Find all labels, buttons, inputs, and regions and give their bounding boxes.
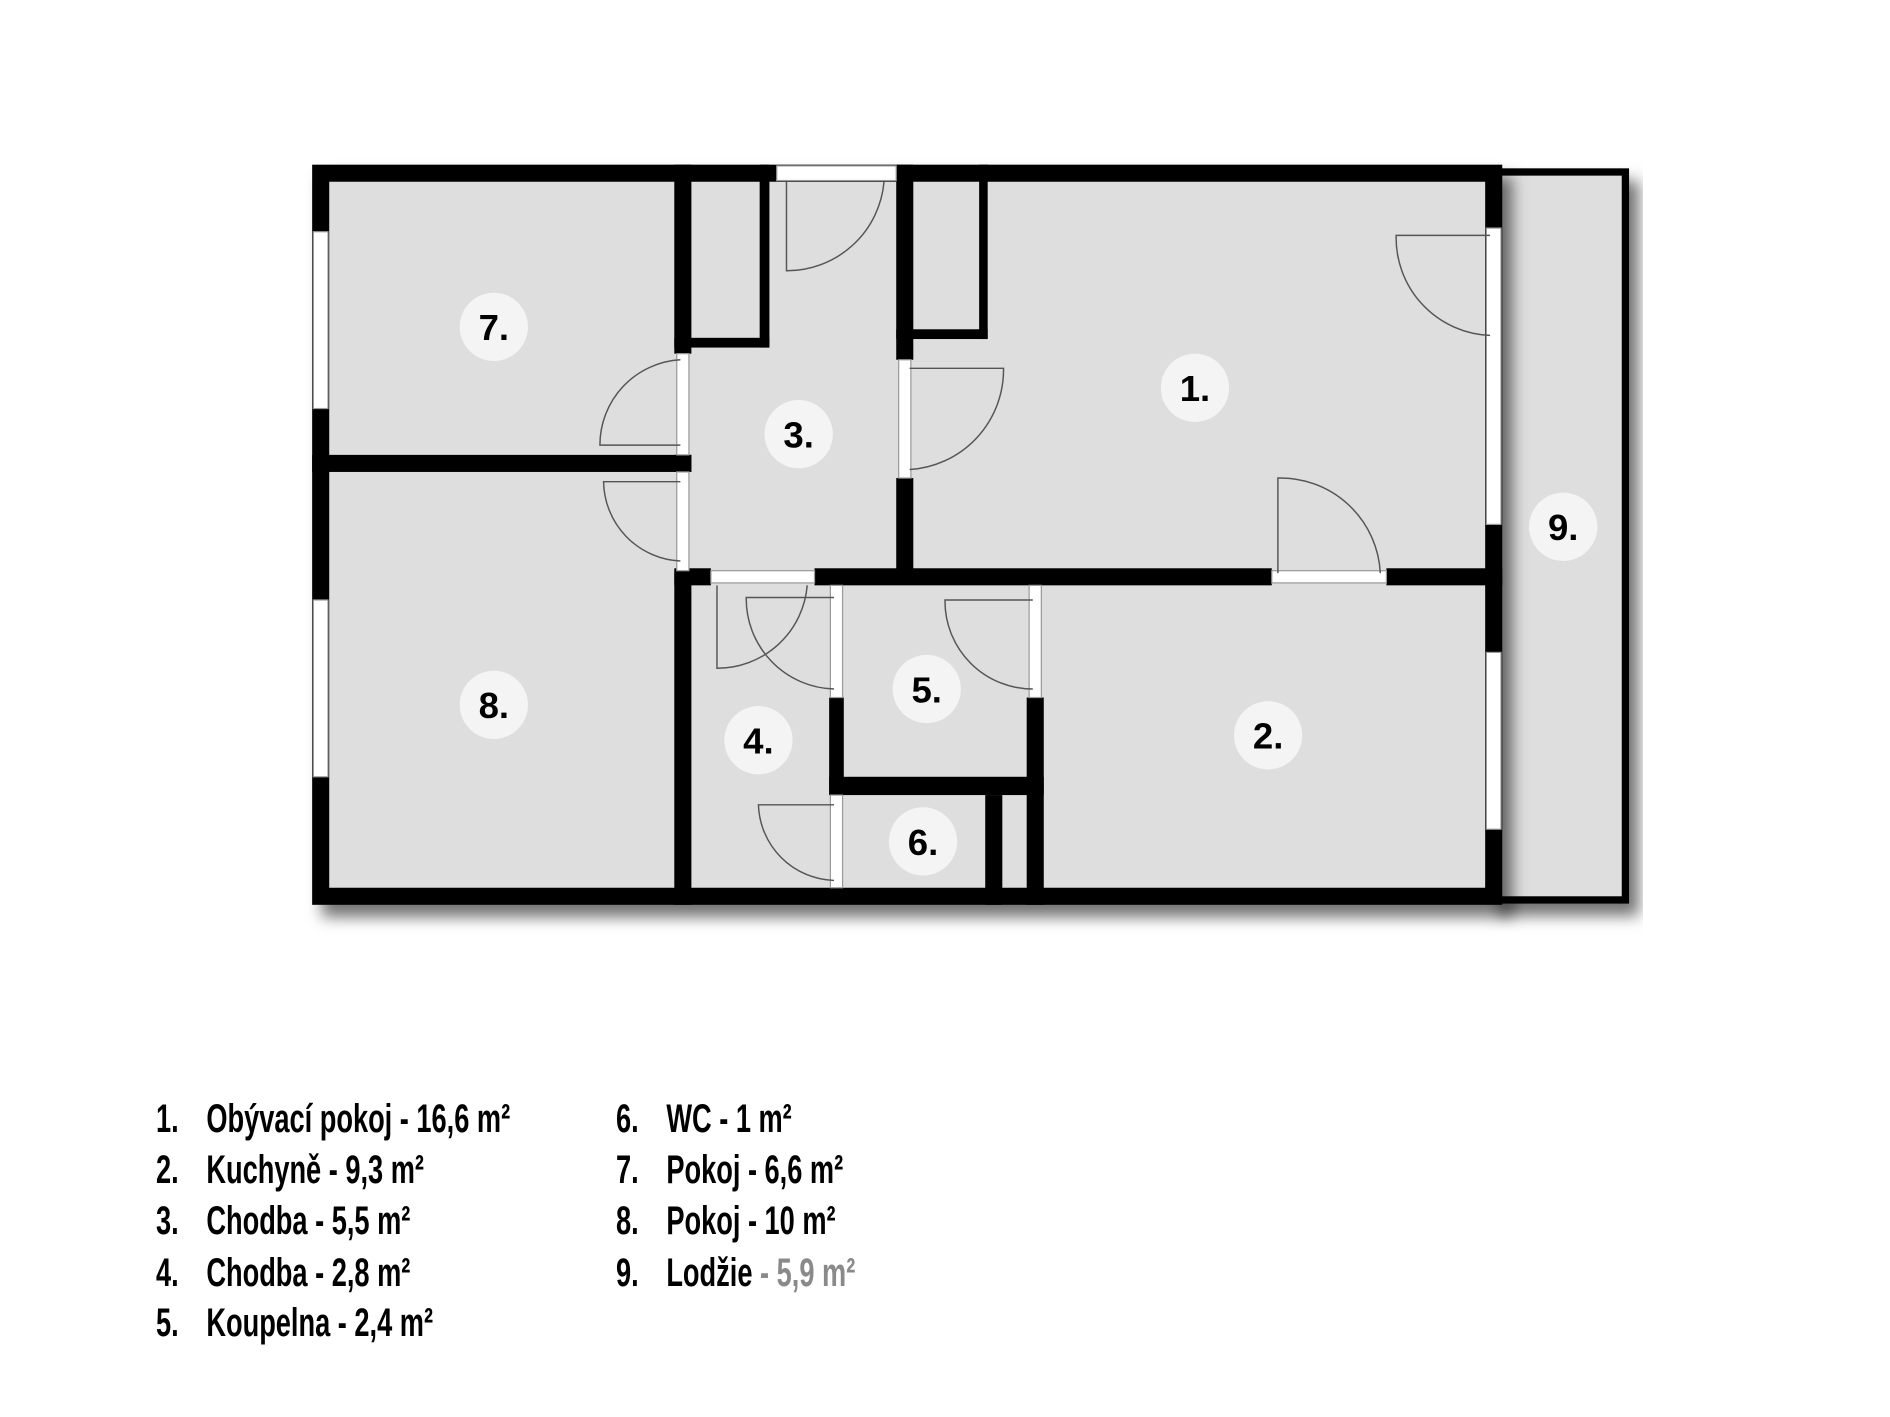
- legend-text: Lodžie - 5,9 m²: [666, 1249, 855, 1297]
- entrance-door: [785, 181, 885, 272]
- room-label-1: 1.: [1160, 353, 1230, 422]
- legend-number: 6.: [616, 1097, 639, 1141]
- doors: [599, 181, 1491, 882]
- room-name: Pokoj: [666, 1199, 741, 1243]
- legend-text: Kuchyně - 9,3 m²: [206, 1146, 424, 1194]
- room-label-5: 5.: [892, 654, 961, 724]
- legend-number: 2.: [156, 1148, 179, 1192]
- legend-number: 5.: [156, 1301, 179, 1345]
- legend-number: 7.: [616, 1148, 639, 1192]
- door-room-8: [602, 480, 681, 562]
- legend-text: WC - 1 m²: [666, 1095, 791, 1143]
- legend-number: 4.: [156, 1251, 179, 1295]
- room-label-8: 8.: [459, 670, 528, 739]
- room-label-7: 7.: [459, 292, 528, 361]
- interior-walls: [312, 164, 1503, 905]
- room-number: 4.: [743, 721, 774, 762]
- legend-number: 3.: [156, 1199, 179, 1243]
- room-name: Lodžie: [666, 1251, 753, 1295]
- door-wc: [757, 804, 835, 882]
- room-labels: 1. 2. 3. 4. 5. 6. 7. 8. 9.: [459, 292, 1598, 876]
- room-area: - 2,8 m²: [315, 1251, 411, 1295]
- door-loggia: [1395, 234, 1491, 337]
- room-area: - 5,5 m²: [315, 1199, 411, 1243]
- room-number: 2.: [1253, 716, 1284, 757]
- legend-text: Pokoj - 10 m²: [666, 1197, 835, 1245]
- legend-text: Chodba - 2,8 m²: [206, 1249, 410, 1297]
- room-number: 1.: [1180, 368, 1211, 409]
- legend-text: Pokoj - 6,6 m²: [666, 1146, 843, 1194]
- room-area: - 9,3 m²: [328, 1148, 424, 1192]
- door-4-5: [745, 596, 835, 690]
- room-name: Obývací pokoj: [206, 1097, 393, 1141]
- room-label-3: 3.: [764, 400, 833, 469]
- room-name: WC: [666, 1097, 712, 1141]
- legend-number: 8.: [616, 1199, 639, 1243]
- room-area: - 6,6 m²: [747, 1148, 844, 1192]
- legend-number: 9.: [616, 1251, 639, 1295]
- room-number: 5.: [911, 669, 942, 710]
- room-area: - 16,6 m²: [399, 1097, 511, 1141]
- room-number: 3.: [783, 415, 814, 456]
- room-number: 8.: [479, 685, 510, 726]
- room-name: Chodba: [206, 1199, 308, 1243]
- room-number: 6.: [908, 822, 939, 863]
- room-number: 9.: [1548, 507, 1579, 548]
- room-name: Pokoj: [666, 1148, 741, 1192]
- legend-text: Chodba - 5,5 m²: [206, 1197, 410, 1245]
- door-bathroom: [944, 599, 1033, 690]
- room-name: Chodba: [206, 1251, 308, 1295]
- door-kitchen: [1277, 477, 1382, 574]
- windows: [312, 165, 1502, 889]
- door-hall-4: [716, 585, 808, 669]
- room-area: - 1 m²: [719, 1097, 792, 1141]
- room-area: - 2,4 m²: [337, 1301, 434, 1345]
- room-label-6: 6.: [888, 807, 958, 876]
- room-number: 7.: [479, 307, 510, 348]
- room-label-9: 9.: [1529, 492, 1598, 561]
- room-name: Kuchyně: [206, 1148, 322, 1192]
- door-room-7: [599, 359, 681, 446]
- room-label-4: 4.: [724, 706, 793, 775]
- door-room-1: [909, 367, 1005, 471]
- room-area: - 10 m²: [747, 1199, 836, 1243]
- room-name: Koupelna: [206, 1301, 331, 1345]
- legend-text: Obývací pokoj - 16,6 m²: [206, 1095, 510, 1143]
- room-area: - 5,9 m²: [760, 1251, 856, 1295]
- room-label-2: 2.: [1233, 701, 1303, 770]
- legend-text: Koupelna - 2,4 m²: [206, 1299, 433, 1347]
- legend-number: 1.: [156, 1097, 179, 1141]
